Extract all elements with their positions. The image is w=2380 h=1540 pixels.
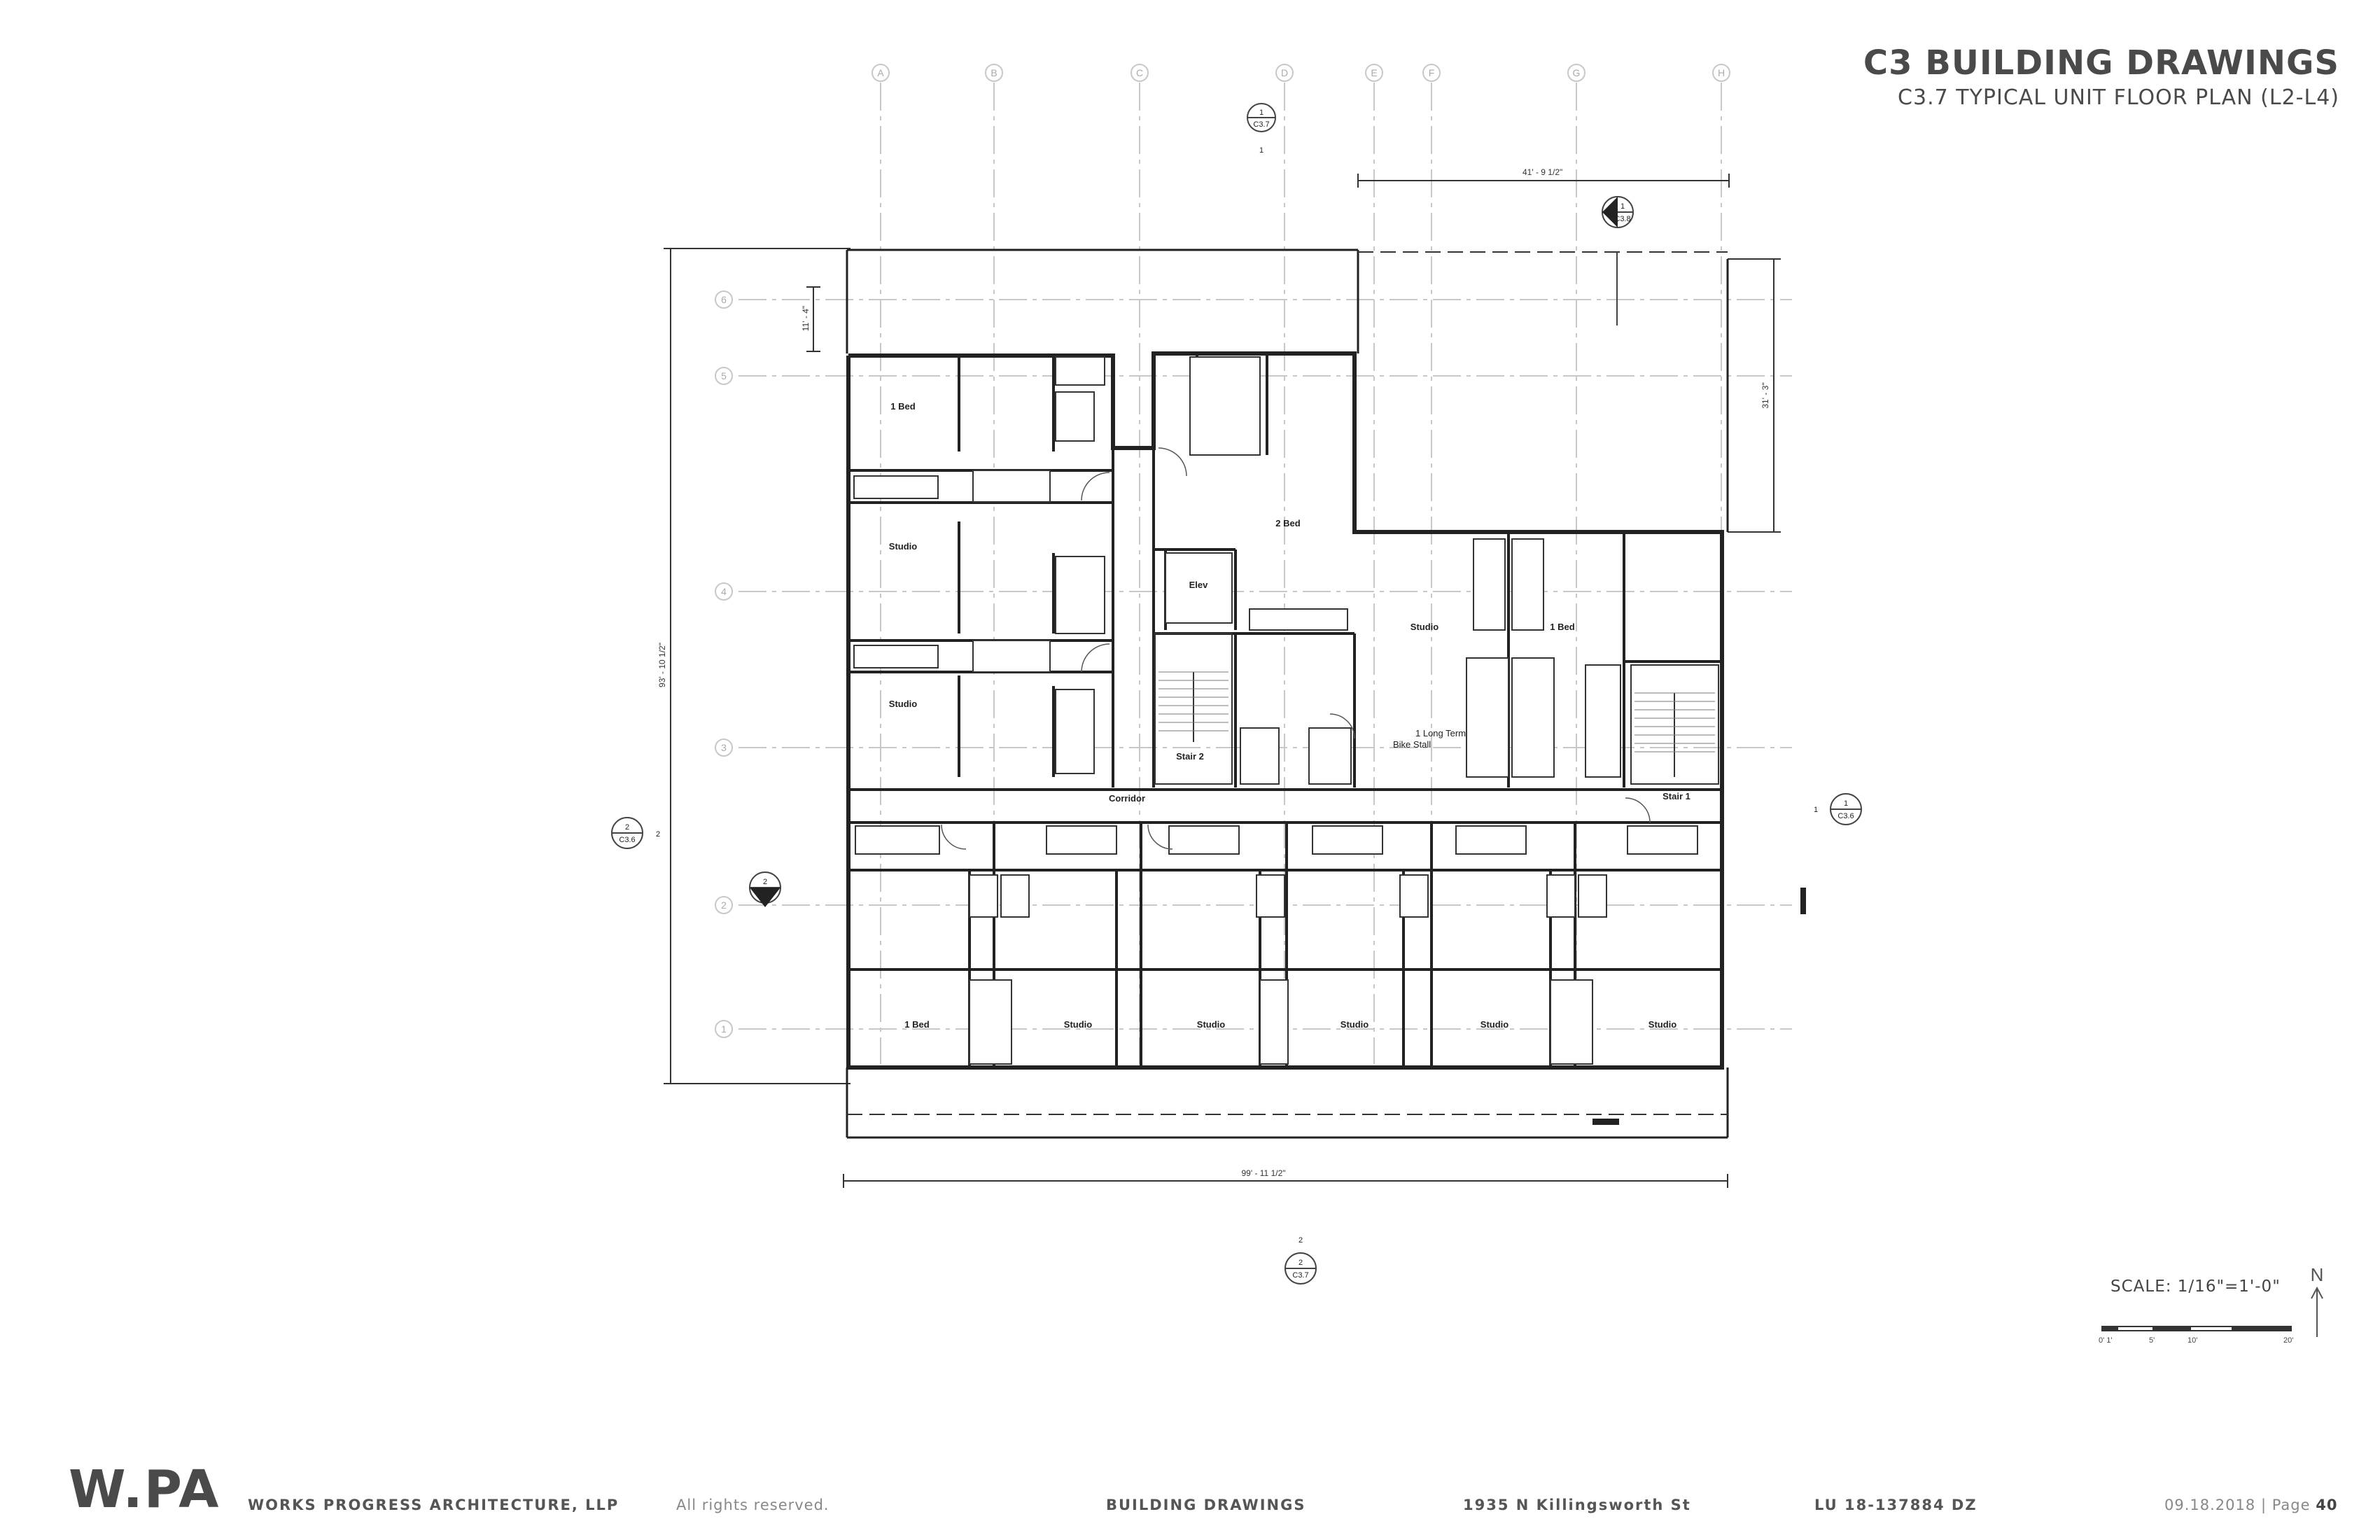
sheet-title-block: C3 BUILDING DRAWINGS C3.7 TYPICAL UNIT F…	[1863, 43, 2339, 110]
grid-label-4: 4	[721, 586, 727, 597]
scale-tick-5: 5'	[2149, 1336, 2155, 1345]
section-cut-tick-right	[1800, 888, 1806, 914]
grid-bubble-d	[1275, 64, 1294, 82]
room-label-studio-s5: Studio	[1648, 1019, 1676, 1030]
section-arrow-left-lower	[750, 888, 780, 907]
grid-bubble-c	[1130, 64, 1149, 82]
section-marker-left-lower-sheet: C3.8	[757, 890, 773, 898]
footer-address: 1935 N Killingsworth St	[1463, 1497, 1691, 1513]
dimension-left-small: 11' - 4"	[801, 306, 811, 331]
grid-label-b: B	[990, 67, 997, 78]
scale-label: SCALE: 1/16"=1'-0"	[2110, 1278, 2281, 1296]
grid-label-f: F	[1429, 67, 1435, 78]
section-arrow-top-right	[1602, 197, 1618, 227]
fixtures	[853, 356, 1698, 1065]
room-label-stair-1: Stair 1	[1662, 791, 1690, 802]
section-marker-top-label: 1	[1259, 146, 1264, 155]
scale-tick-20: 20'	[2283, 1336, 2293, 1345]
grid-bubble-1	[715, 1020, 733, 1038]
grid-label-c: C	[1136, 67, 1143, 78]
section-marker-top-right-num: 1	[1620, 202, 1625, 211]
footer-page-prefix: Page	[2272, 1497, 2311, 1513]
grid-label-h: H	[1718, 67, 1725, 78]
room-label-1bed-sw: 1 Bed	[904, 1019, 929, 1030]
firm-logo: W.PA	[69, 1460, 220, 1520]
room-label-studio-s2: Studio	[1197, 1019, 1225, 1030]
dimension-bottom: 99' - 11 1/2"	[1241, 1168, 1285, 1178]
grid-bubble-2	[715, 896, 733, 914]
stair-2-symbol	[1154, 633, 1233, 785]
grid-label-2: 2	[721, 899, 727, 911]
footer-page-number: 40	[2316, 1497, 2338, 1513]
footer-page-info: 09.18.2018 | Page 40	[2164, 1497, 2337, 1513]
section-marker-top-right-sheet: C3.8	[1614, 215, 1630, 223]
room-label-studio-w1: Studio	[889, 541, 917, 552]
section-marker-left-lower-num: 2	[763, 878, 767, 886]
room-label-bike-1: 1 Long Term	[1415, 728, 1466, 738]
grid-label-g: G	[1573, 67, 1581, 78]
grid-label-6: 6	[721, 294, 727, 305]
grid-bubble-6	[715, 290, 733, 309]
section-marker-bottom-label: 2	[1298, 1236, 1303, 1245]
section-marker-bottom-num: 2	[1298, 1259, 1303, 1267]
room-label-studio-w2: Studio	[889, 699, 917, 709]
room-label-studio-ne: Studio	[1410, 622, 1438, 632]
footer-section: BUILDING DRAWINGS	[1106, 1497, 1306, 1513]
grid-bubble-g	[1567, 64, 1586, 82]
dimension-top: 41' - 9 1/2"	[1522, 167, 1562, 177]
footer-separator: |	[2260, 1497, 2267, 1513]
grid-label-5: 5	[721, 370, 727, 382]
rights-text: All rights reserved.	[676, 1497, 830, 1513]
scale-bar	[2101, 1326, 2292, 1331]
grid-bubble-e	[1365, 64, 1383, 82]
section-marker-left-num: 2	[625, 823, 629, 832]
grid-label-1: 1	[721, 1023, 727, 1035]
section-marker-right-num: 1	[1844, 799, 1848, 808]
room-label-stair-2: Stair 2	[1176, 751, 1204, 762]
grid-bubble-3	[715, 738, 733, 757]
room-label-studio-s4: Studio	[1480, 1019, 1508, 1030]
grid-label-e: E	[1371, 67, 1377, 78]
sheet-title: C3 BUILDING DRAWINGS	[1863, 43, 2339, 83]
grid-bubble-a	[872, 64, 890, 82]
north-label: N	[2311, 1264, 2324, 1285]
room-label-1bed-ne: 1 Bed	[1550, 622, 1574, 632]
sheet-subtitle: C3.7 TYPICAL UNIT FLOOR PLAN (L2-L4)	[1898, 85, 2339, 110]
room-label-corridor: Corridor	[1109, 793, 1145, 804]
room-label-bike-2: Bike Stall	[1393, 739, 1431, 750]
room-label-2bed: 2 Bed	[1275, 518, 1300, 528]
grid-bubble-f	[1422, 64, 1441, 82]
grid-label-d: D	[1281, 67, 1288, 78]
grid-bubble-h	[1712, 64, 1730, 82]
dimension-right: 31' - 3"	[1760, 382, 1770, 408]
room-label-studio-s3: Studio	[1340, 1019, 1368, 1030]
grid-bubble-b	[985, 64, 1003, 82]
scale-tick-0: 0' 1'	[2099, 1336, 2113, 1345]
footer-date: 09.18.2018	[2164, 1497, 2256, 1513]
dimension-left-overall: 93' - 10 1/2"	[657, 643, 667, 687]
door-swings	[941, 447, 1651, 850]
stair-1-symbol	[1630, 664, 1719, 785]
room-label-elev: Elev	[1189, 580, 1209, 590]
room-label-studio-s1: Studio	[1064, 1019, 1092, 1030]
grid-label-a: A	[877, 67, 884, 78]
firm-name: WORKS PROGRESS ARCHITECTURE, LLP	[248, 1497, 620, 1513]
footer-case-number: LU 18-137884 DZ	[1814, 1497, 1977, 1513]
section-marker-right-sheet: C3.6	[1837, 812, 1854, 820]
grid-bubble-5	[715, 367, 733, 385]
section-marker-top-num: 1	[1259, 108, 1264, 117]
section-marker-left-label: 2	[656, 830, 660, 839]
section-marker-bottom-sheet: C3.7	[1292, 1271, 1308, 1280]
scale-tick-10: 10'	[2188, 1336, 2197, 1345]
section-marker-right-label: 1	[1814, 806, 1818, 814]
grid-label-3: 3	[721, 742, 727, 753]
north-arrow-icon	[2311, 1286, 2323, 1337]
section-marker-top-sheet: C3.7	[1253, 120, 1269, 129]
section-marker-left-sheet: C3.6	[619, 836, 635, 844]
room-label-1bed-nw: 1 Bed	[890, 401, 915, 412]
section-cut-tick-bottom	[1592, 1119, 1619, 1125]
grid-bubble-4	[715, 582, 733, 601]
